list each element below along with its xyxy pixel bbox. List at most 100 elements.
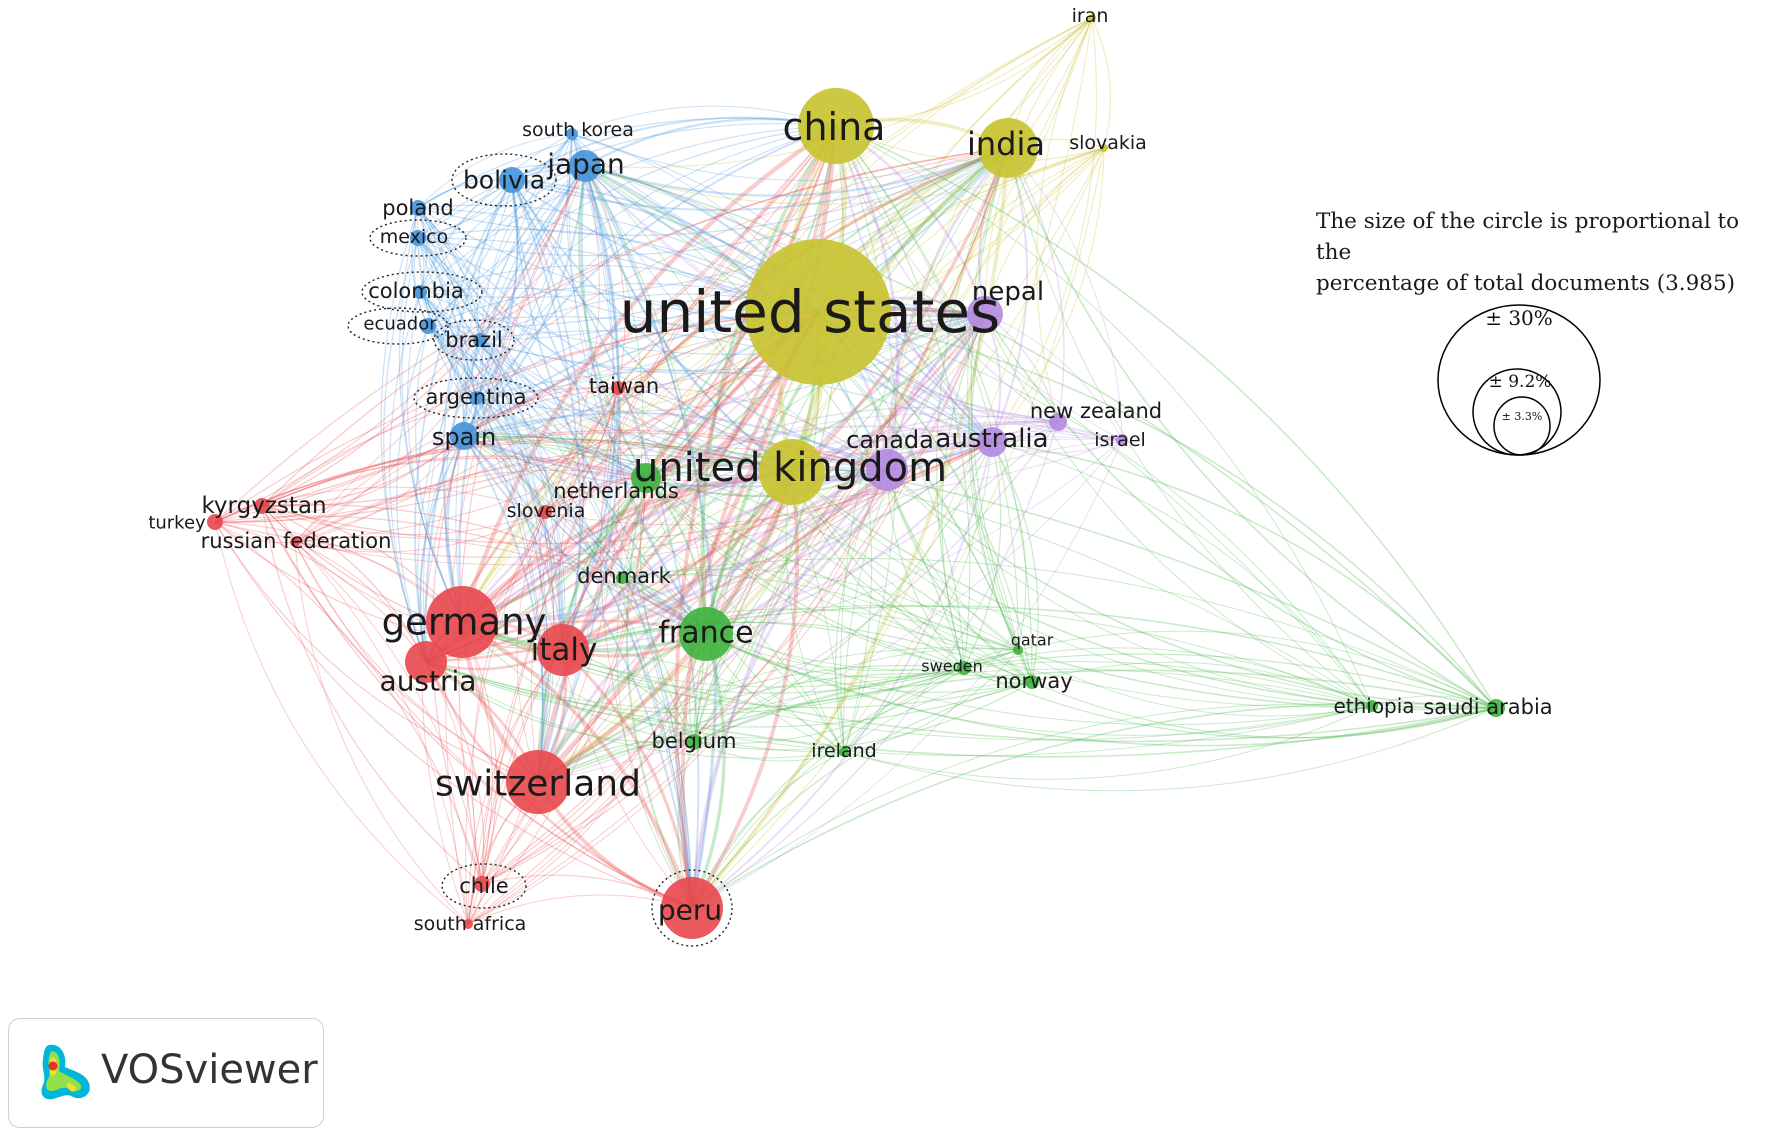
node-label-france[interactable]: france xyxy=(658,616,753,651)
node-poland[interactable] xyxy=(410,200,426,216)
node-label-switzerland[interactable]: switzerland xyxy=(435,764,641,805)
node-label-germany[interactable]: germany xyxy=(382,601,547,644)
node-label-south-korea[interactable]: south korea xyxy=(522,119,634,141)
node-ethiopia[interactable] xyxy=(1366,700,1378,712)
node-mexico[interactable] xyxy=(410,230,426,246)
node-label-saudi-arabia[interactable]: saudi arabia xyxy=(1423,695,1552,719)
node-saudi-arabia[interactable] xyxy=(1487,699,1505,717)
node-slovakia[interactable] xyxy=(1100,144,1108,152)
node-label-taiwan[interactable]: taiwan xyxy=(589,374,659,398)
node-china[interactable] xyxy=(798,88,874,164)
node-iran[interactable] xyxy=(1088,14,1096,22)
link-belgium-spain xyxy=(463,435,695,743)
node-netherlands[interactable] xyxy=(631,463,661,493)
node-label-belgium[interactable]: belgium xyxy=(651,729,736,753)
node-label-russian-federation[interactable]: russian federation xyxy=(201,529,392,553)
link-norway-italy xyxy=(562,621,1033,683)
node-austria[interactable] xyxy=(405,641,447,683)
link-ireland-italy xyxy=(562,649,845,753)
link-russian-federation-united-states xyxy=(294,311,819,543)
node-france[interactable] xyxy=(679,607,733,661)
node-spain[interactable] xyxy=(450,422,478,450)
node-united-kingdom[interactable] xyxy=(759,439,825,505)
node-label-spain[interactable]: spain xyxy=(432,423,496,451)
node-label-israel[interactable]: israel xyxy=(1094,429,1146,451)
node-label-brazil[interactable]: brazil xyxy=(445,328,503,352)
node-denmark[interactable] xyxy=(616,572,628,584)
node-switzerland[interactable] xyxy=(506,750,570,814)
node-label-united-kingdom[interactable]: united kingdom xyxy=(633,445,947,491)
node-colombia[interactable] xyxy=(413,285,427,299)
node-brazil[interactable] xyxy=(473,333,487,347)
node-south-korea[interactable] xyxy=(566,128,578,140)
node-russian-federation[interactable] xyxy=(290,537,300,547)
node-label-qatar[interactable]: qatar xyxy=(1011,631,1054,650)
link-kyrgyzstan-austria xyxy=(261,505,427,663)
node-south-africa[interactable] xyxy=(463,919,473,929)
node-ecuador[interactable] xyxy=(420,318,436,334)
node-label-turkey[interactable]: turkey xyxy=(148,513,206,534)
node-label-sweden[interactable]: sweden xyxy=(921,657,982,676)
node-label-ireland[interactable]: ireland xyxy=(811,740,876,762)
node-united-states[interactable] xyxy=(745,239,891,385)
node-canada[interactable] xyxy=(866,449,908,491)
node-australia[interactable] xyxy=(977,427,1007,457)
node-japan[interactable] xyxy=(569,150,601,182)
node-label-argentina[interactable]: argentina xyxy=(426,385,527,409)
link-sweden-france xyxy=(705,633,965,678)
node-label-norway[interactable]: norway xyxy=(995,669,1072,693)
node-germany[interactable] xyxy=(426,586,498,658)
node-label-italy[interactable]: italy xyxy=(531,632,598,668)
node-turkey[interactable] xyxy=(207,514,223,530)
link-japan-france xyxy=(580,165,707,635)
node-nepal[interactable] xyxy=(967,296,1003,332)
node-label-mexico[interactable]: mexico xyxy=(380,226,448,248)
node-label-ethiopia[interactable]: ethiopia xyxy=(1333,694,1414,718)
node-label-china[interactable]: china xyxy=(783,105,886,149)
node-norway[interactable] xyxy=(1025,675,1039,689)
node-label-canada[interactable]: canada xyxy=(846,426,934,454)
node-new-zealand[interactable] xyxy=(1049,413,1067,431)
node-label-new-zealand[interactable]: new zealand xyxy=(1030,399,1162,423)
node-italy[interactable] xyxy=(537,624,589,676)
link-russian-federation-austria xyxy=(294,541,427,663)
node-label-bolivia[interactable]: bolivia xyxy=(463,166,545,195)
node-label-slovakia[interactable]: slovakia xyxy=(1069,132,1147,154)
node-argentina[interactable] xyxy=(469,391,483,405)
node-label-iran[interactable]: iran xyxy=(1072,5,1109,27)
node-taiwan[interactable] xyxy=(611,381,625,395)
node-label-colombia[interactable]: colombia xyxy=(368,279,464,303)
node-slovenia[interactable] xyxy=(538,505,552,519)
node-israel[interactable] xyxy=(1116,434,1128,446)
node-label-slovenia[interactable]: slovenia xyxy=(507,500,586,522)
link-kyrgyzstan-south-africa xyxy=(261,505,469,925)
node-label-united-states[interactable]: united states xyxy=(620,278,1000,346)
link-poland-australia xyxy=(417,207,993,443)
node-bolivia[interactable] xyxy=(499,167,525,193)
node-label-peru[interactable]: peru xyxy=(658,894,722,927)
node-label-austria[interactable]: austria xyxy=(380,665,477,698)
node-label-netherlands[interactable]: netherlands xyxy=(553,479,679,503)
node-label-south-africa[interactable]: south africa xyxy=(414,913,527,935)
node-label-nepal[interactable]: nepal xyxy=(972,277,1044,307)
link-belgium-ireland xyxy=(693,741,845,762)
node-peru[interactable] xyxy=(661,877,723,939)
node-label-kyrgyzstan[interactable]: kyrgyzstan xyxy=(201,493,326,519)
node-label-ecuador[interactable]: ecuador xyxy=(363,314,437,335)
node-label-denmark[interactable]: denmark xyxy=(577,564,672,588)
node-label-chile[interactable]: chile xyxy=(459,874,508,898)
node-kyrgyzstan[interactable] xyxy=(254,498,270,514)
node-sweden[interactable] xyxy=(957,661,971,675)
node-label-poland[interactable]: poland xyxy=(382,196,454,220)
node-label-india[interactable]: india xyxy=(967,125,1045,163)
node-india[interactable] xyxy=(978,118,1038,178)
node-chile[interactable] xyxy=(474,876,490,892)
node-belgium[interactable] xyxy=(686,734,702,750)
link-ecuador-china xyxy=(427,125,837,327)
node-label-australia[interactable]: australia xyxy=(935,424,1048,454)
node-qatar[interactable] xyxy=(1013,645,1023,655)
link-taiwan-russian-federation xyxy=(294,387,619,543)
node-label-japan[interactable]: japan xyxy=(546,148,625,181)
node-ireland[interactable] xyxy=(839,747,849,757)
link-china-peru xyxy=(674,125,838,909)
